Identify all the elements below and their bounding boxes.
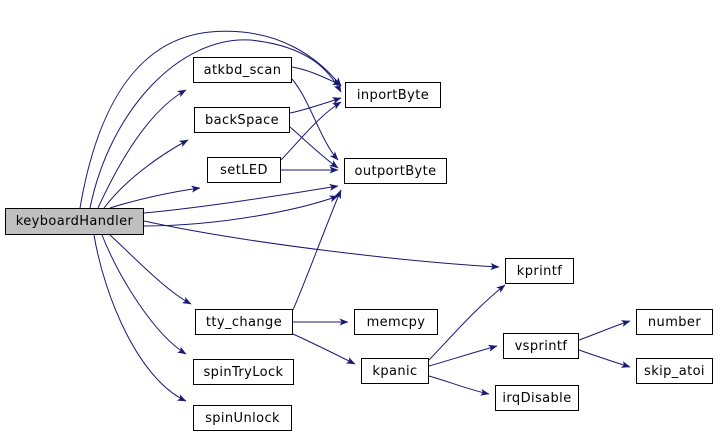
graph-node-tty_change[interactable]: tty_change xyxy=(195,309,293,335)
call-edge-keyboardHandler-to-tty_change xyxy=(109,234,192,305)
graph-node-outportByte[interactable]: outportByte xyxy=(344,158,447,184)
call-edge-setLED-to-inportByte xyxy=(280,101,342,161)
call-edge-kpanic-to-kprintf xyxy=(428,284,506,361)
graph-node-inportByte[interactable]: inportByte xyxy=(345,82,441,108)
graph-node-label: atkbd_scan xyxy=(203,62,282,78)
call-edge-vsprintf-to-number xyxy=(578,320,631,341)
graph-node-label: backSpace xyxy=(204,112,280,128)
graph-node-label: outportByte xyxy=(354,163,437,179)
graph-node-number[interactable]: number xyxy=(636,309,713,335)
graph-node-kpanic[interactable]: kpanic xyxy=(361,358,429,384)
call-edge-keyboardHandler-to-inportByte xyxy=(89,39,342,209)
graph-node-label: irqDisable xyxy=(502,390,572,406)
call-edge-tty_change-to-outportByte xyxy=(292,189,342,311)
call-edge-vsprintf-to-skip_atoi xyxy=(578,349,631,368)
graph-node-label: kprintf xyxy=(516,263,563,279)
call-edge-keyboardHandler-to-spinTryLock xyxy=(101,234,187,355)
graph-node-spinUnlock[interactable]: spinUnlock xyxy=(193,405,292,431)
graph-node-label: keyboardHandler xyxy=(15,214,134,229)
graph-node-irqDisable[interactable]: irqDisable xyxy=(495,385,579,411)
graph-node-label: spinTryLock xyxy=(203,364,284,380)
call-edge-atkbd_scan-to-inportByte xyxy=(291,66,342,86)
graph-node-label: number xyxy=(647,314,702,330)
graph-node-label: skip_atoi xyxy=(644,363,705,379)
call-edge-kpanic-to-vsprintf xyxy=(428,344,498,367)
graph-node-label: memcpy xyxy=(366,314,426,330)
graph-node-label: spinUnlock xyxy=(205,410,280,426)
call-edge-keyboardHandler-to-kprintf xyxy=(143,220,500,271)
call-edge-tty_change-to-kpanic xyxy=(292,333,356,365)
graph-node-atkbd_scan[interactable]: atkbd_scan xyxy=(193,57,292,83)
call-edge-keyboardHandler-to-inportByte xyxy=(79,30,342,209)
graph-node-label: vsprintf xyxy=(514,338,568,354)
graph-node-vsprintf[interactable]: vsprintf xyxy=(503,333,579,359)
graph-node-spinTryLock[interactable]: spinTryLock xyxy=(193,359,294,385)
graph-node-keyboardHandler[interactable]: keyboardHandler xyxy=(5,208,144,235)
graph-node-skip_atoi[interactable]: skip_atoi xyxy=(636,358,713,384)
graph-node-label: kpanic xyxy=(372,363,418,379)
graph-node-memcpy[interactable]: memcpy xyxy=(354,309,438,335)
call-edge-keyboardHandler-to-outportByte xyxy=(143,183,339,214)
call-edge-keyboardHandler-to-backSpace xyxy=(103,139,189,209)
call-edge-kpanic-to-irqDisable xyxy=(428,375,490,396)
call-edge-atkbd_scan-to-outportByte xyxy=(291,78,339,161)
call-edge-keyboardHandler-to-outportByte xyxy=(143,195,339,227)
graph-node-kprintf[interactable]: kprintf xyxy=(505,258,574,284)
graph-node-label: setLED xyxy=(220,162,268,178)
call-edge-keyboardHandler-to-setLED xyxy=(109,185,201,209)
graph-node-setLED[interactable]: setLED xyxy=(207,157,281,183)
graph-node-label: inportByte xyxy=(356,87,430,103)
graph-node-label: tty_change xyxy=(205,314,283,330)
call-edge-backSpace-to-outportByte xyxy=(289,126,339,169)
call-edge-backSpace-to-inportByte xyxy=(289,97,342,114)
graph-node-backSpace[interactable]: backSpace xyxy=(194,107,290,133)
call-edge-keyboardHandler-to-spinUnlock xyxy=(93,234,187,402)
call-edge-keyboardHandler-to-atkbd_scan xyxy=(97,89,187,209)
